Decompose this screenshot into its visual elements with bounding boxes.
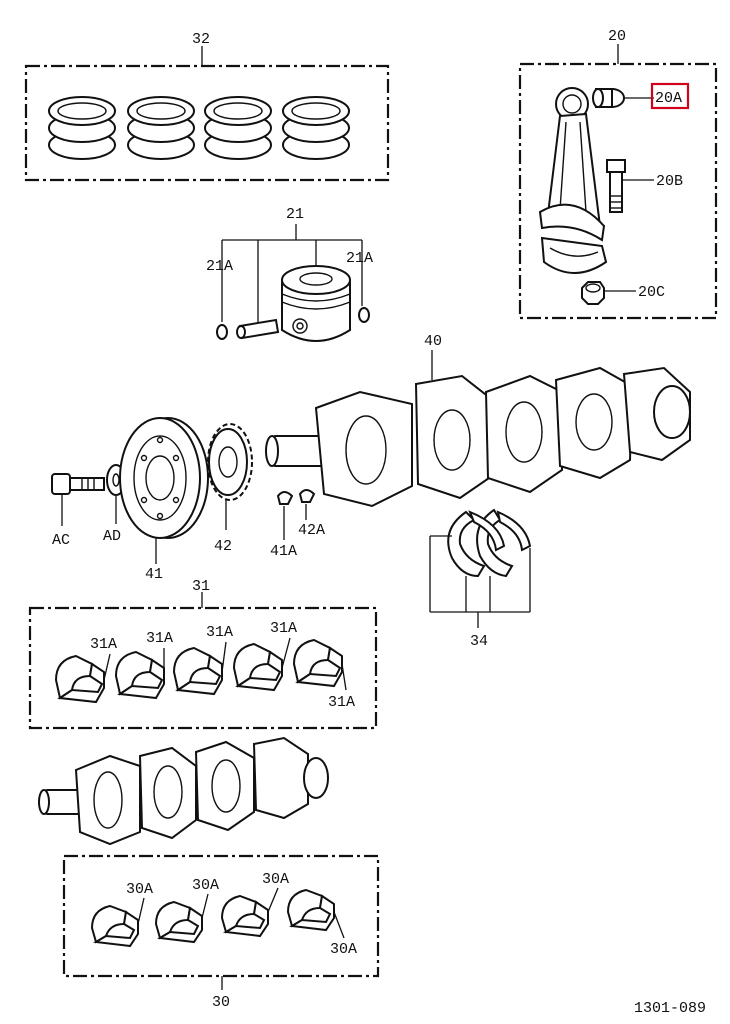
crankshaft-bolt-ac[interactable]: AC (51, 473, 105, 549)
woodruff-key-42a[interactable]: 42A (298, 489, 325, 539)
main-bearing-set-30[interactable]: 30 30A 30A 30A 30A (62, 854, 380, 1011)
piston-icon (281, 265, 351, 342)
bearing-shell-icon (286, 888, 345, 939)
thrust-washer-icon (447, 508, 532, 578)
label-30a-3: 30A (262, 871, 289, 888)
label-41: 41 (145, 566, 163, 583)
label-30a-2: 30A (192, 877, 219, 894)
label-31: 31 (192, 578, 210, 595)
label-42a: 42A (298, 522, 325, 539)
piston-ring-icon (48, 96, 116, 160)
bearing-shell-icon (54, 653, 111, 704)
label-21a-right: 21A (346, 250, 373, 267)
label-30a-4: 30A (330, 941, 357, 958)
bearing-shell-icon (172, 641, 227, 696)
label-ad: AD (103, 528, 121, 545)
bolt-icon (51, 473, 105, 495)
highlight-box-20a (650, 82, 690, 110)
label-31a-1: 31A (90, 636, 117, 653)
bearing-shell-icon (220, 887, 279, 938)
crankshaft-lower-illustration (38, 736, 329, 846)
label-20a: 20A (655, 90, 682, 107)
piston-ring-icon (127, 96, 195, 160)
crankshaft-timing-gear-42[interactable]: 42 (207, 423, 253, 555)
snap-ring-icon (216, 307, 370, 340)
woodruff-key-41a[interactable]: 41A (270, 491, 297, 560)
crankshaft-pulley-41[interactable]: 41 (119, 417, 209, 583)
label-30: 30 (212, 994, 230, 1011)
label-31a-5: 31A (328, 694, 355, 711)
label-ac: AC (52, 532, 70, 549)
label-32: 32 (192, 31, 210, 48)
bearing-shell-icon (154, 893, 209, 944)
label-30a-1: 30A (126, 881, 153, 898)
key-icon (276, 491, 294, 505)
pulley-icon (119, 417, 209, 539)
label-34: 34 (470, 633, 488, 650)
label-42: 42 (214, 538, 232, 555)
crankshaft-icon (265, 366, 691, 508)
figure-code: 1301-089 (634, 1000, 706, 1017)
piston-ring-icon (204, 96, 272, 160)
label-31a-3: 31A (206, 624, 233, 641)
connecting-rod-icon (538, 87, 608, 274)
bearing-shell-icon (114, 648, 165, 700)
rod-nut-20c-icon (581, 281, 605, 305)
bushing-20a-icon (592, 88, 625, 108)
piston-ring-icon (282, 96, 350, 160)
thrust-washer-set-34[interactable]: 34 (429, 508, 532, 650)
crankshaft-40[interactable]: 40 (265, 333, 691, 508)
bearing-shell-icon (292, 638, 347, 691)
gear-icon (207, 423, 253, 501)
label-21: 21 (286, 206, 304, 223)
bearing-shell-icon (232, 637, 291, 692)
piston-group-21[interactable]: 21 21A 21A (206, 206, 373, 342)
label-31a-2: 31A (146, 630, 173, 647)
label-41a: 41A (270, 543, 297, 560)
label-31a-4: 31A (270, 620, 297, 637)
main-bearing-set-31[interactable]: 31 31A 31A 31A 31A 31A (28, 578, 378, 730)
label-40: 40 (424, 333, 442, 350)
label-20b: 20B (656, 173, 683, 190)
label-20: 20 (608, 28, 626, 45)
key-icon (298, 489, 316, 503)
piston-pin-icon (236, 318, 280, 340)
piston-ring-set-32[interactable]: 32 (24, 31, 390, 182)
label-21a-left: 21A (206, 258, 233, 275)
rod-bolt-20b-icon (606, 159, 626, 213)
bearing-shell-icon (90, 897, 145, 948)
connecting-rod-group-20[interactable]: 20 20A 20B (518, 28, 718, 320)
label-20c: 20C (638, 284, 665, 301)
